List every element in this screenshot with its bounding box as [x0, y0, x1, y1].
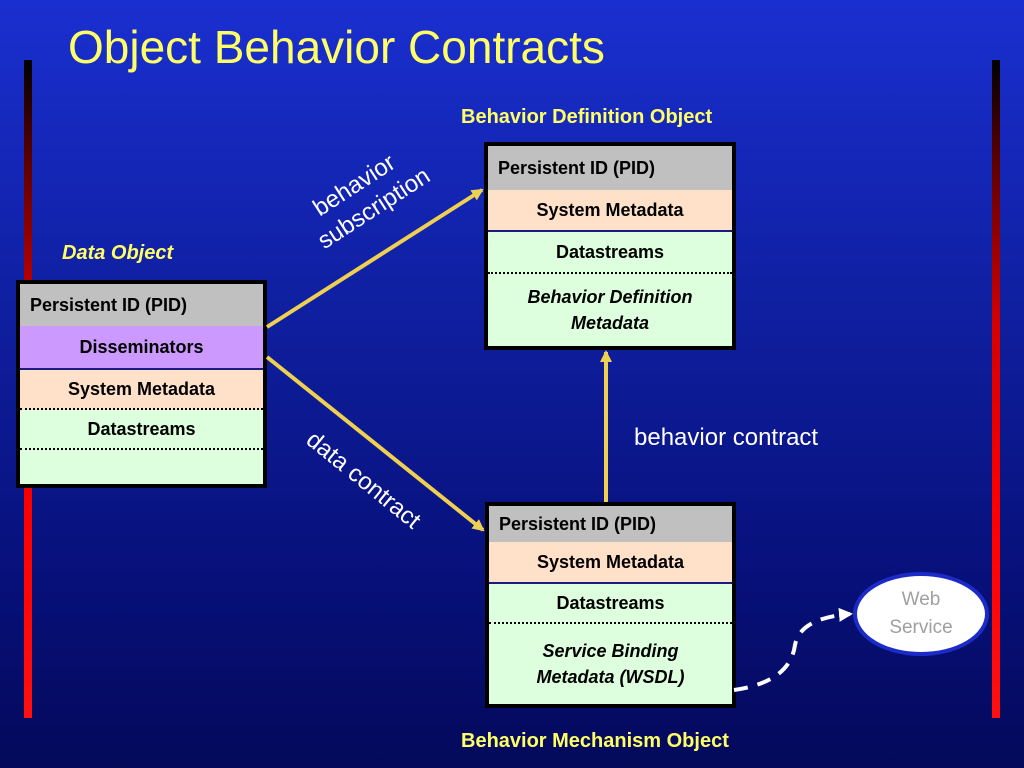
data-object-pid: Persistent ID (PID)	[20, 284, 263, 326]
bmech-object-metadata: Service Binding Metadata (WSDL)	[489, 624, 732, 704]
web-service-node: Web Service	[853, 572, 989, 656]
data-object-system-metadata: System Metadata	[20, 370, 263, 410]
data-object-heading: Data Object	[62, 242, 174, 264]
bmech-object-heading: Behavior Mechanism Object	[461, 730, 729, 752]
behavior-contract-label: behavior contract	[634, 424, 819, 451]
bdef-metadata-line1: Behavior Definition	[527, 287, 693, 307]
bdef-object-metadata: Behavior Definition Metadata	[488, 274, 732, 346]
data-object-datastreams: Datastreams	[20, 410, 263, 450]
bmech-object-box: Persistent ID (PID) System Metadata Data…	[485, 502, 736, 708]
page-title: Object Behavior Contracts	[68, 21, 605, 73]
data-object-empty-section	[20, 450, 263, 484]
web-service-line2: Service	[889, 617, 953, 638]
bdef-object-system-metadata: System Metadata	[488, 190, 732, 232]
behavior-subscription-arrow	[265, 188, 484, 329]
bmech-object-system-metadata: System Metadata	[489, 542, 732, 584]
data-contract-arrow	[265, 355, 485, 532]
bmech-object-datastreams: Datastreams	[489, 584, 732, 624]
bmech-metadata-line2: Metadata (WSDL)	[536, 667, 685, 687]
bdef-object-heading: Behavior Definition Object	[461, 106, 713, 128]
bdef-object-box: Persistent ID (PID) System Metadata Data…	[484, 142, 736, 350]
bmech-object-pid: Persistent ID (PID)	[489, 506, 732, 542]
right-red-bar	[992, 60, 1000, 718]
data-object-box: Persistent ID (PID) Disseminators System…	[16, 280, 267, 488]
web-service-line1: Web	[901, 589, 941, 610]
web-service-dashed-arrow	[733, 607, 853, 692]
bmech-metadata-line1: Service Binding	[542, 641, 679, 661]
bdef-metadata-line2: Metadata	[570, 313, 650, 333]
data-object-disseminators: Disseminators	[20, 326, 263, 370]
bdef-object-datastreams: Datastreams	[488, 232, 732, 274]
bdef-object-pid: Persistent ID (PID)	[488, 146, 732, 190]
